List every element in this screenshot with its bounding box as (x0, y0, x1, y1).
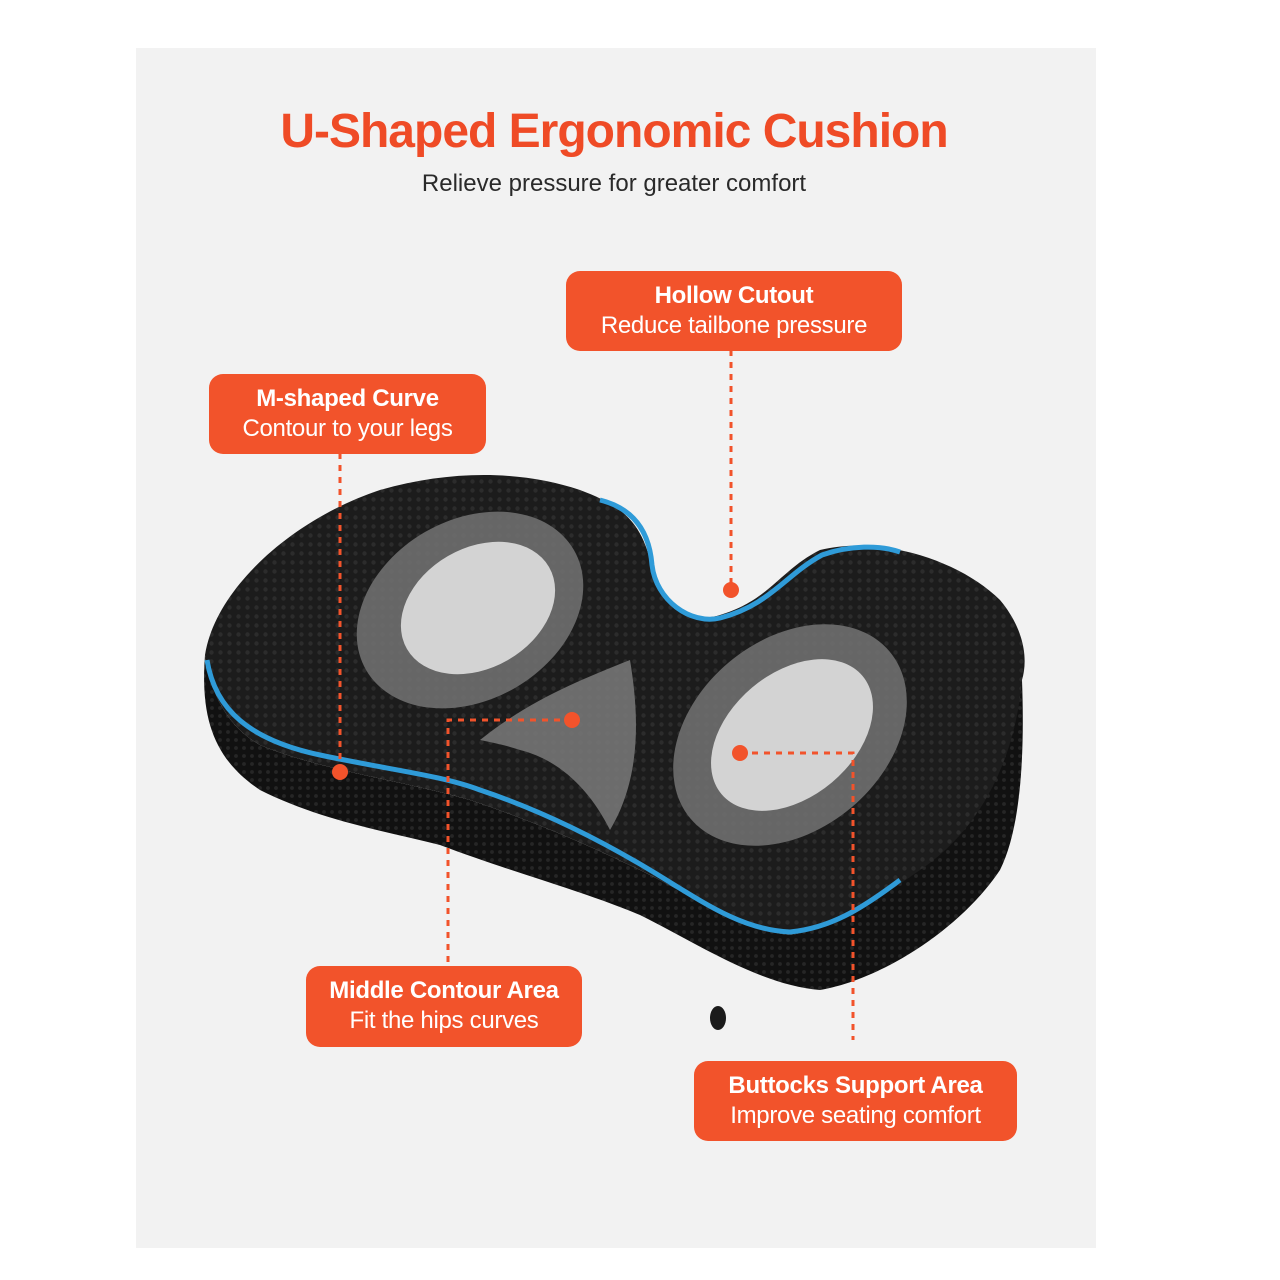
callout-hollow-title: Hollow Cutout (654, 282, 814, 309)
edge-highlight-front (204, 659, 902, 935)
leader-middle (446, 718, 572, 968)
callout-mcurve-subtitle: Contour to your legs (242, 415, 453, 442)
marker-dot-buttocks (732, 745, 748, 761)
callout-hollow-subtitle: Reduce tailbone pressure (600, 312, 868, 339)
callout-middle-title: Middle Contour Area (329, 977, 559, 1004)
callout-buttocks-title: Buttocks Support Area (728, 1072, 983, 1099)
callout-buttocks-support: Buttocks Support Area Improve seating co… (694, 1061, 1017, 1141)
marker-dot-hollow (723, 582, 739, 598)
callout-mcurve-title: M-shaped Curve (256, 385, 439, 412)
callout-middle-subtitle: Fit the hips curves (349, 1007, 539, 1034)
cushion-side (204, 655, 1023, 990)
callout-middle-contour: Middle Contour Area Fit the hips curves (306, 966, 582, 1047)
page-subtitle: Relieve pressure for greater comfort (421, 170, 807, 197)
right-pressure-zone-inner (711, 659, 873, 811)
zipper-pull (710, 1006, 726, 1030)
marker-dot-middle (564, 712, 580, 728)
callout-buttocks-subtitle: Improve seating comfort (730, 1102, 981, 1129)
leader-buttocks (740, 751, 855, 1040)
edge-highlight-cutout (599, 497, 901, 622)
callout-m-shaped-curve: M-shaped Curve Contour to your legs (209, 374, 486, 454)
middle-contour-zone (480, 660, 636, 830)
marker-dot-mcurve (332, 764, 348, 780)
page-title: U-Shaped Ergonomic Cushion (280, 105, 948, 158)
callout-hollow-cutout: Hollow Cutout Reduce tailbone pressure (566, 271, 902, 351)
left-pressure-zone-inner (400, 541, 556, 675)
